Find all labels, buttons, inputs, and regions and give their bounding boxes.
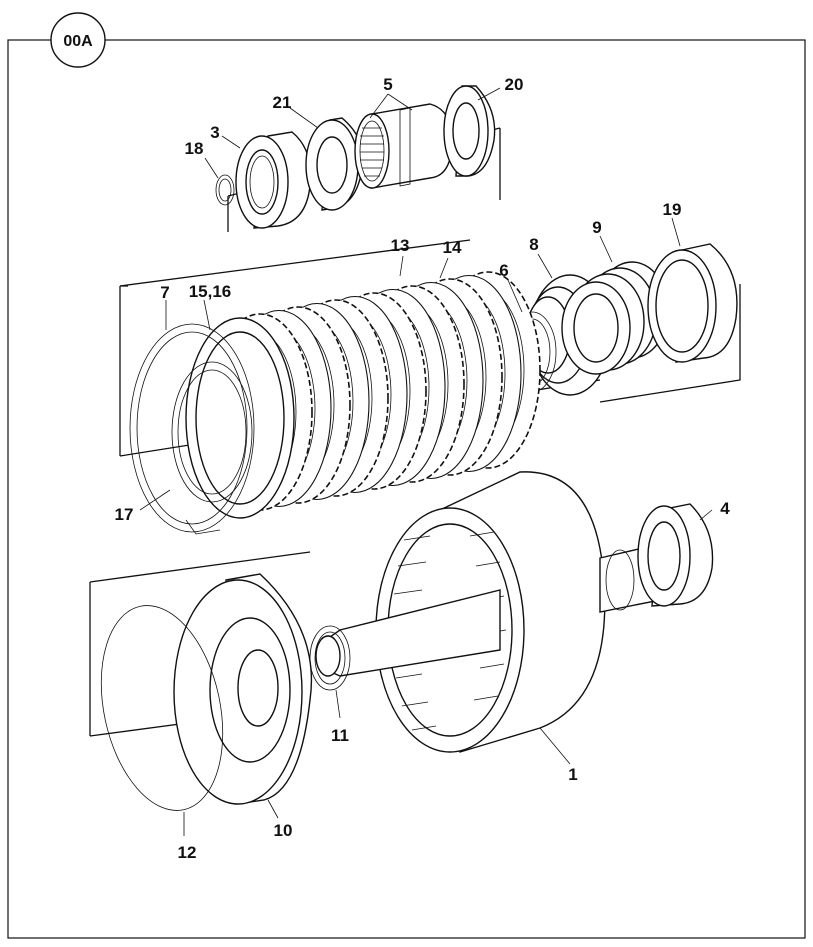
- badge-label: 00A: [63, 33, 93, 50]
- part-21-washer: [305, 117, 364, 211]
- label-11: 11: [331, 726, 349, 745]
- part-3-bearing: [235, 131, 312, 229]
- label-14: 14: [443, 238, 462, 257]
- part-18-snap-ring: [215, 174, 235, 206]
- label-8: 8: [529, 235, 538, 254]
- label-1: 1: [568, 765, 577, 784]
- label-4: 4: [720, 499, 730, 518]
- part-5-sleeve: [354, 103, 453, 189]
- label-6: 6: [499, 261, 508, 280]
- hub-shaft-group: [89, 471, 714, 836]
- part-7-snap-ring: [129, 323, 255, 533]
- label-5: 5: [383, 75, 392, 94]
- part-15-16-end-plate: [185, 317, 295, 519]
- part-labels: 3 18 21 5 20 13 14 8 9 19 6 7 15,16 17 4…: [115, 75, 731, 862]
- label-12: 12: [178, 843, 197, 862]
- label-7: 7: [160, 283, 169, 302]
- part-19-ring: [647, 243, 738, 363]
- top-bearing-group: [204, 85, 501, 232]
- label-19: 19: [663, 200, 682, 219]
- part-4-bearing: [637, 503, 714, 607]
- diagram-frame: [7, 39, 806, 939]
- label-9: 9: [592, 218, 601, 237]
- part-17-ring: [171, 361, 253, 535]
- part-12-ring: [100, 605, 224, 811]
- diagram-badge: 00A: [50, 12, 106, 68]
- label-13: 13: [391, 236, 410, 255]
- label-15-16: 15,16: [189, 282, 232, 301]
- label-3: 3: [210, 123, 219, 142]
- label-10: 10: [274, 821, 293, 840]
- label-18: 18: [185, 139, 204, 158]
- label-21: 21: [273, 93, 292, 112]
- part-13-14-clutch-plates: [207, 271, 541, 511]
- part-20-washer: [443, 85, 496, 177]
- part-10-disc: [173, 573, 313, 805]
- label-20: 20: [505, 75, 524, 94]
- clutch-pack-group: [119, 217, 741, 535]
- label-17: 17: [115, 505, 134, 524]
